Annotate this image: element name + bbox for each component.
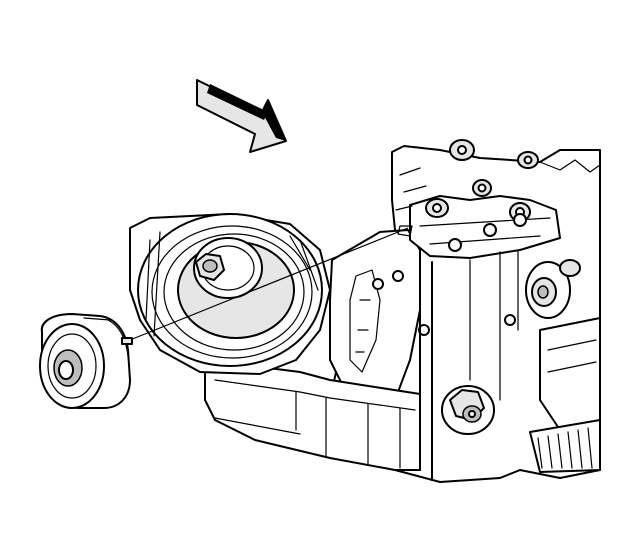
crankshaft-balancer (129, 213, 331, 375)
direction-arrow (196, 79, 287, 153)
flange-bolt (449, 139, 475, 161)
flange-bolt (517, 151, 539, 169)
oil-filter (529, 419, 601, 473)
right-component (525, 259, 581, 319)
flange-bolt (472, 179, 492, 197)
installation-guide-line (129, 227, 409, 341)
idler-pulley (39, 313, 133, 409)
flange-bolt (425, 198, 449, 218)
balancer-bolt (195, 253, 225, 281)
oil-pan (204, 359, 495, 471)
drain-plug (441, 385, 495, 435)
